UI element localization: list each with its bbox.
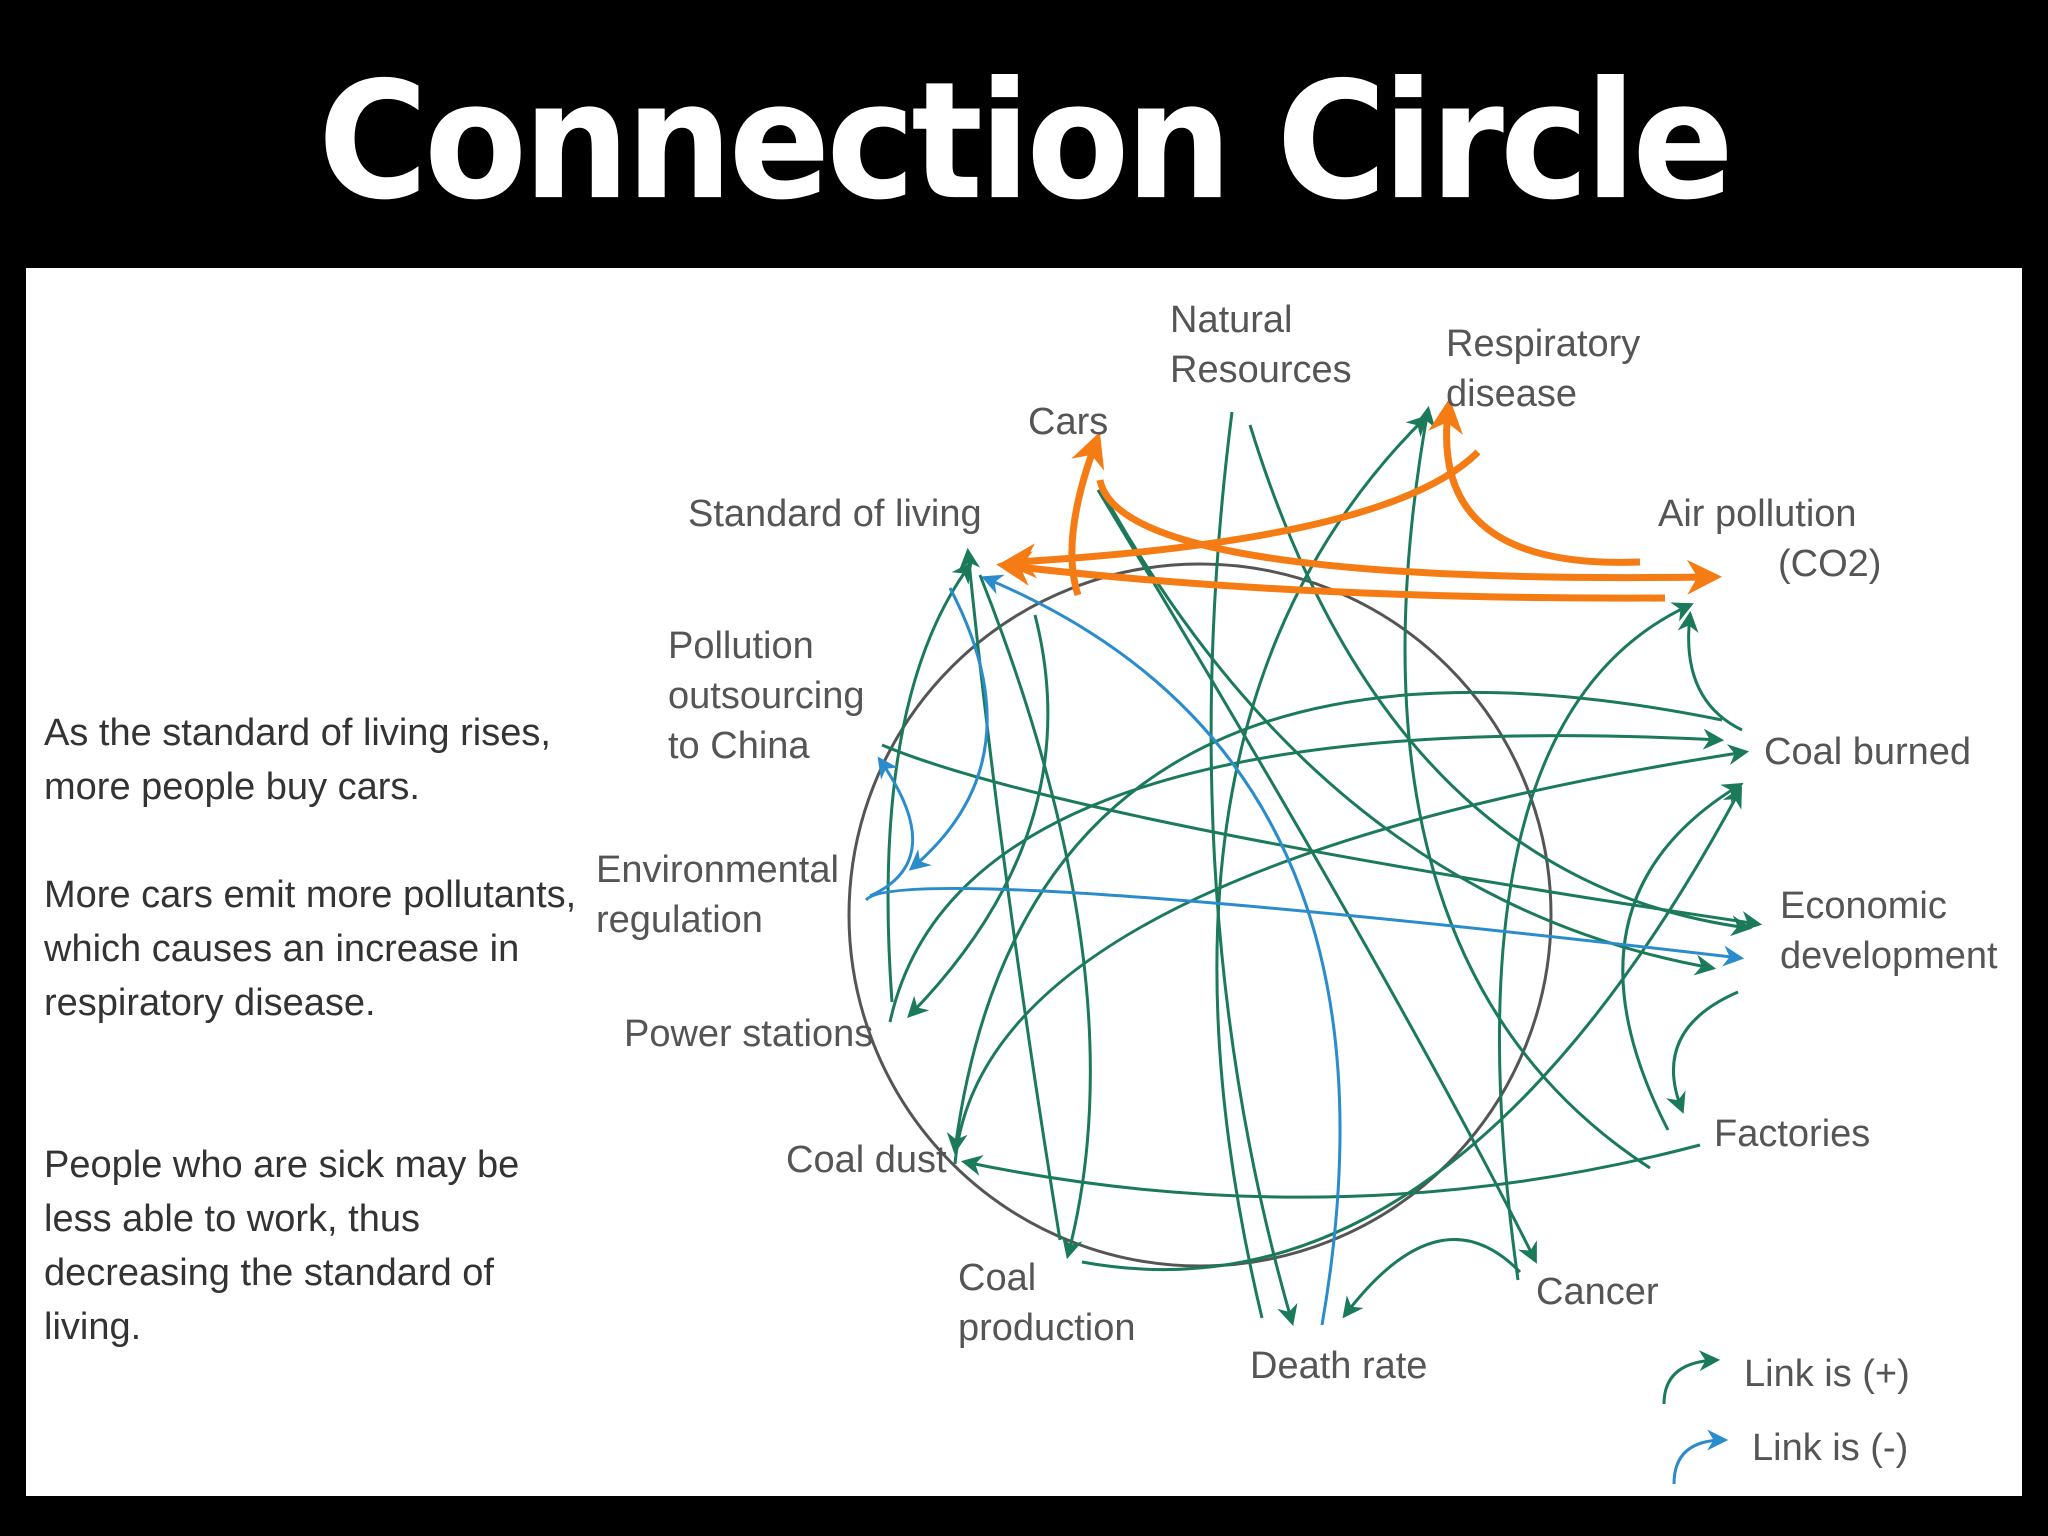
page-title: Connection Circle	[317, 48, 1734, 236]
link-economic-development-to-factories	[1666, 990, 1739, 1114]
paragraph-cars-pollution: More cars emit more pollutants, which ca…	[44, 874, 577, 1024]
paragraph-sick-people: People who are sick may be less able to …	[44, 1144, 520, 1348]
link-coal-production-to-standard-of-living	[959, 547, 1062, 1241]
loop-respiratory-disease-to-standard-of-living	[1001, 449, 1481, 579]
node-standard-of-living: Standard of living	[688, 493, 982, 535]
link-pollution-outsourcing-to-economic-development	[881, 743, 1763, 932]
link-cancer-to-death-rate	[1342, 1238, 1522, 1319]
link-standard-of-living-to-power-stations	[907, 614, 1050, 1019]
link-death-rate-to-standard-of-living	[981, 574, 1342, 1326]
link-factories-to-coal-burned	[1621, 782, 1744, 1131]
panel-top-border	[660, 262, 2022, 270]
negative-links	[864, 574, 1745, 1326]
node-factories: Factories	[1714, 1113, 1870, 1155]
link-environmental-regulation-to-pollution-outsourcing	[869, 756, 914, 898]
link-coal-dust-to-coal-burned	[953, 744, 1750, 1165]
legend-positive-arrow	[1662, 1350, 1721, 1405]
legend: Link is (+) Link is (-)	[1662, 1350, 1910, 1485]
node-cancer: Cancer	[1536, 1271, 1659, 1313]
link-power-stations-to-factories-sweep	[960, 1143, 1701, 1199]
loop-air-pollution-to-respiratory-disease	[1428, 398, 1641, 566]
link-death-rate-to-respiratory-disease	[1215, 415, 1428, 1319]
node-economic-development: Economic development	[1780, 885, 1998, 977]
legend-negative-arrow	[1672, 1429, 1729, 1485]
link-standard-of-living-to-environmental-regulation	[908, 587, 989, 871]
loop-return-to-standard-of-living	[996, 551, 1666, 602]
link-coal-production-to-coal-burned	[1081, 786, 1742, 1271]
loop-cars-to-air-pollution	[1096, 479, 1722, 595]
connection-circle	[847, 562, 1553, 1268]
highlighted-feedback-loop	[996, 398, 1722, 602]
loop-standard-of-living-to-cars	[1068, 431, 1105, 597]
positive-links	[881, 405, 1763, 1327]
link-natural-resources-to-economic-development	[1248, 424, 1753, 937]
node-death-rate: Death rate	[1250, 1345, 1427, 1387]
node-pollution-outsourcing: Pollution outsourcing to China	[668, 625, 875, 767]
link-environmental-regulation-to-coal-dust	[946, 690, 1723, 1155]
content-panel	[26, 268, 2022, 1496]
legend-positive-label: Link is (+)	[1744, 1353, 1910, 1395]
link-cancer-to-air-pollution	[1497, 602, 1694, 1281]
link-standard-of-living-to-coal-production	[978, 574, 1092, 1260]
link-cars-to-cancer	[1096, 489, 1537, 1264]
node-respiratory-disease: Respiratory disease	[1446, 323, 1651, 415]
link-environmental-regulation-to-economic-development	[864, 886, 1745, 967]
link-coal-burned-to-air-pollution	[1677, 610, 1743, 732]
node-natural-resources: Natural Resources	[1170, 299, 1352, 391]
node-air-pollution: Air pollution (CO2)	[1658, 493, 1881, 585]
node-cars: Cars	[1028, 401, 1108, 443]
link-power-stations-to-standard-of-living	[886, 561, 973, 1003]
node-coal-burned: Coal burned	[1764, 731, 1971, 773]
node-power-stations: Power stations	[624, 1013, 873, 1055]
node-coal-production: Coal production	[958, 1257, 1135, 1349]
link-factories-to-respiratory-disease	[1403, 405, 1651, 1170]
node-coal-dust: Coal dust	[786, 1139, 947, 1181]
paragraph-standard-of-living: As the standard of living rises, more pe…	[44, 712, 551, 808]
legend-negative-label: Link is (-)	[1752, 1427, 1908, 1469]
node-environmental-regulation: Environmental regulation	[596, 849, 849, 941]
